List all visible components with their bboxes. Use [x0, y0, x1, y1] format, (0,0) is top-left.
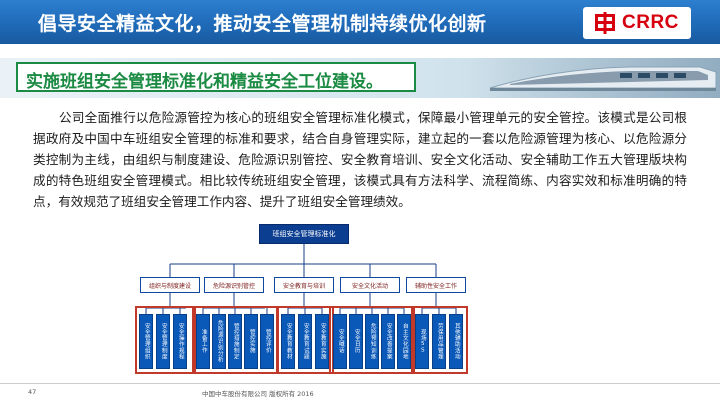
group-frame [329, 306, 415, 374]
org-leaf-node: 安全喊话 [333, 314, 347, 369]
page-title: 倡导安全精益文化，推动安全管理机制持续优化创新 [38, 13, 487, 35]
org-leaf-node: 安全操作规程 [173, 314, 187, 369]
org-category-node: 安全教育与培训 [274, 277, 334, 293]
section-subtitle: 实施班组安全管理标准化和精益安全工位建设。 [26, 72, 383, 92]
org-leaf-node: 安全教育实施 [315, 314, 329, 369]
org-leaf-node: 劳保用品管理 [432, 314, 446, 369]
org-leaf-node: 自主文化园地 [397, 314, 411, 369]
body-paragraph: 公司全面推行以危险源管控为核心的班组安全管理标准化模式，保障最小管理单元的安全管… [33, 110, 687, 209]
org-leaf-node: 安全管理组织 [139, 314, 153, 369]
org-category-node: 危险源识别管控 [204, 277, 264, 293]
org-leaf-node: 其他辅助活动 [449, 314, 463, 369]
org-leaf-node: 现场5S [415, 314, 429, 369]
train-image [489, 66, 717, 91]
org-chart: 班组安全管理标准化 组织与制度建设 危险源识别管控 安全教育与培训 安全文化活动… [130, 222, 475, 382]
page-number: 47 [28, 388, 37, 396]
brand-logo: CRRC [583, 7, 691, 39]
org-category-node: 组织与制度建设 [140, 277, 200, 293]
footer-copyright: 中国中车股份有限公司 版权所有 2016 [202, 390, 314, 398]
group-frame [411, 306, 468, 374]
org-leaf-node: 管控措施制定 [228, 314, 242, 369]
brand-name: CRRC [622, 12, 679, 33]
org-leaf-node: 安全教育教材 [281, 314, 295, 369]
subtitle-box: 实施班组安全管理标准化和精益安全工位建设。 [16, 62, 416, 92]
group-frame [135, 306, 196, 374]
footer-divider [0, 383, 720, 384]
crrc-logo-icon [595, 12, 615, 34]
org-leaf-node: 安全改善提案 [381, 314, 395, 369]
org-leaf-node: 危险预知训练 [365, 314, 379, 369]
org-leaf-node: 安全日历 [349, 314, 363, 369]
org-leaf-node: 管控实施 [244, 314, 258, 369]
org-category-node: 安全文化活动 [340, 277, 400, 293]
org-leaf-node: 管控评价 [260, 314, 274, 369]
org-chart-connectors [145, 244, 457, 314]
org-leaf-node: 安全教育试题 [298, 314, 312, 369]
org-category-node: 辅助性安全工作 [406, 277, 466, 293]
org-leaf-node: 危险源识别分析 [212, 314, 226, 369]
org-root-node: 班组安全管理标准化 [259, 224, 349, 244]
org-leaf-node: 安全管理制度 [156, 314, 170, 369]
header-bar: 倡导安全精益文化，推动安全管理机制持续优化创新 CRRC [0, 0, 720, 44]
org-leaf-node: 准备工作 [196, 314, 210, 369]
